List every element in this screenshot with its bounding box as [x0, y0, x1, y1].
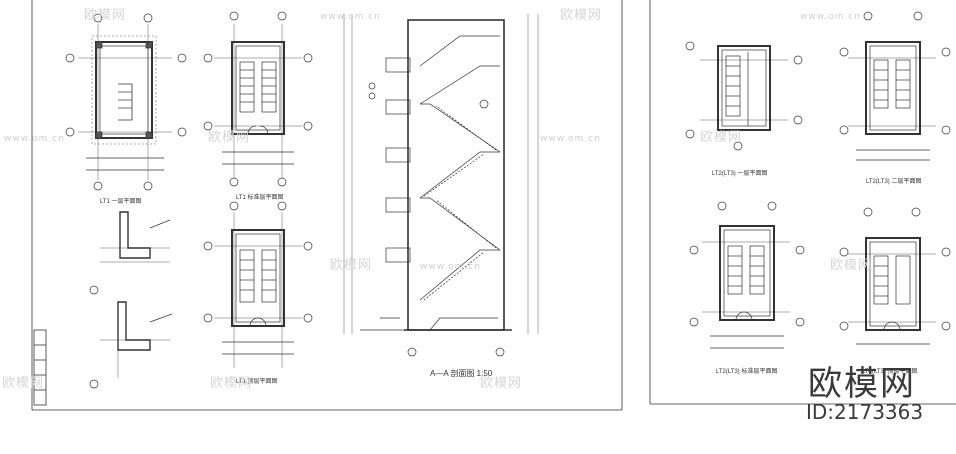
sheet-frame-right — [649, 0, 956, 405]
watermark-brand: 欧模网 — [2, 376, 45, 391]
watermark-brand: 欧模网 — [84, 8, 127, 23]
caption-section-aa: A—A 剖面图 1:50 — [430, 369, 493, 378]
plan-lt1-first-floor — [65, 13, 187, 191]
caption-lt1-top: LT1 顶层平面图 — [236, 379, 278, 385]
caption-lt2-top: LT2(LT3) 顶层平面图 — [862, 369, 918, 375]
sheet-frame-left — [31, 0, 623, 411]
watermark-url: www.om.cn — [540, 134, 601, 144]
watermark-url: www.om.cn — [420, 262, 481, 272]
plan-lt1-standard-floor — [203, 11, 313, 187]
caption-lt2-first: LT2(LT3) 一层平面图 — [712, 171, 768, 177]
section-a-a — [343, 14, 539, 357]
caption-lt1-standard: LT1 标准层平面图 — [236, 195, 284, 201]
watermark-brand: 欧模网 — [330, 258, 373, 273]
watermark-brand: 欧模网 — [480, 376, 523, 391]
model-id: ID:2173363 — [806, 400, 924, 424]
wall-detail-1 — [89, 211, 171, 295]
watermark-brand: 欧模网 — [208, 130, 251, 145]
caption-lt2-standard: LT2(LT3) 标准层平面图 — [716, 369, 778, 375]
watermark-brand: 欧模网 — [830, 258, 873, 273]
brand-logo-text: 欧模网 — [808, 364, 916, 404]
watermark-url: www.om.cn — [800, 12, 861, 22]
watermark-brand: 欧模网 — [210, 376, 253, 391]
plan-lt1-top-floor — [203, 201, 313, 368]
caption-lt2-second: LT2(LT3) 二层平面图 — [866, 179, 922, 185]
plan-lt2-first-floor — [685, 41, 803, 151]
plan-lt2-standard-floor — [689, 201, 805, 349]
wall-detail-2 — [89, 301, 173, 389]
watermark-url: www.om.cn — [320, 12, 381, 22]
plan-lt2-second-floor — [839, 11, 951, 161]
watermark-brand: 欧模网 — [560, 8, 603, 23]
watermark-brand: 欧模网 — [700, 130, 743, 145]
plan-lt2-top-floor — [839, 207, 951, 345]
watermark-url: www.om.cn — [4, 134, 65, 144]
caption-lt1-first: LT1 一层平面图 — [100, 199, 142, 205]
